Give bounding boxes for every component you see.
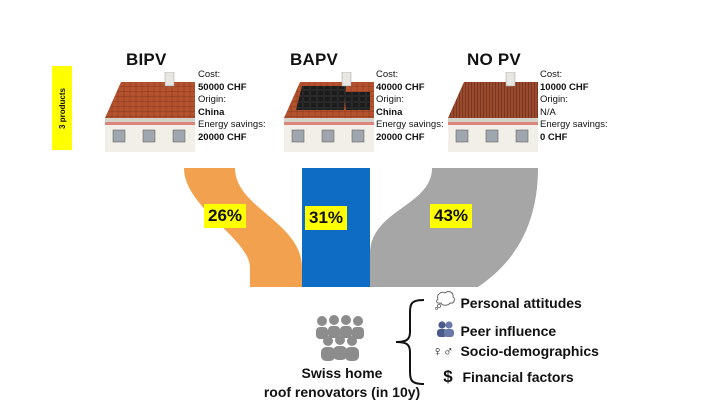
people-group-icon xyxy=(316,315,364,361)
bipv-cost-value: 50000 CHF xyxy=(198,81,247,93)
factor-item-peer-influence: Peer influence xyxy=(434,320,556,341)
nopv-cost-label: Cost: xyxy=(540,69,563,80)
nopv-origin-value: N/A xyxy=(540,106,556,118)
thought-bubble-icon xyxy=(435,291,455,310)
bapv-origin-value: China xyxy=(376,106,403,118)
bipv-house-image xyxy=(105,72,195,152)
product-title-bipv: BIPV xyxy=(126,50,167,69)
nopv-info: Cost: 10000 CHF Origin: N/A Energy savin… xyxy=(540,69,608,145)
factor-item-personal-attitudes: Personal attitudes xyxy=(434,290,582,313)
bipv-origin-value: China xyxy=(198,106,225,118)
bipv-info: Cost: 50000 CHF Origin: China Energy sav… xyxy=(198,69,266,145)
two-people-icon xyxy=(437,321,454,337)
nopv-savings-value: 0 CHF xyxy=(540,131,568,143)
product-title-nopv: NO PV xyxy=(467,50,521,69)
nopv-share-label: 43% xyxy=(430,204,473,228)
factor-label: Socio-demographics xyxy=(460,343,599,359)
bipv-savings-label: Energy savings: xyxy=(198,119,266,131)
bapv-savings-label: Energy savings: xyxy=(376,119,444,131)
factor-label: Financial factors xyxy=(462,369,574,385)
bapv-share-label: 31% xyxy=(305,206,348,230)
dollar-icon: $ xyxy=(443,367,453,386)
factor-label: Peer influence xyxy=(460,323,557,339)
factors-brace xyxy=(395,299,425,385)
gender-icon: ♀♂ xyxy=(432,343,454,359)
bapv-info: Cost: 40000 CHF Origin: China Energy sav… xyxy=(376,69,444,145)
bapv-cost-value: 40000 CHF xyxy=(376,81,425,93)
bipv-savings-value: 20000 CHF xyxy=(198,131,247,143)
factor-item-financial-factors: $ Financial factors xyxy=(438,367,574,387)
population-line-1: Swiss home xyxy=(301,365,383,381)
bapv-cost-label: Cost: xyxy=(376,69,399,80)
population-label: Swiss home roof renovators (in 10y) xyxy=(236,364,448,402)
bipv-share-label: 26% xyxy=(204,204,247,228)
nopv-cost-value: 10000 CHF xyxy=(540,81,589,93)
factor-item-socio-demographics: ♀♂ Socio-demographics xyxy=(430,343,599,361)
factor-label: Personal attitudes xyxy=(460,295,582,311)
bipv-origin-label: Origin: xyxy=(198,94,226,106)
nopv-origin-label: Origin: xyxy=(540,94,568,106)
product-title-bapv: BAPV xyxy=(290,50,339,69)
population-line-2: roof renovators (in 10y) xyxy=(263,384,421,400)
bapv-savings-value: 20000 CHF xyxy=(376,131,425,143)
bapv-house-image xyxy=(284,72,374,152)
bipv-cost-label: Cost: xyxy=(198,69,221,80)
products-count-tag: 3 products xyxy=(52,66,72,150)
nopv-house-image xyxy=(448,72,538,152)
nopv-savings-label: Energy savings: xyxy=(540,119,608,131)
bapv-origin-label: Origin: xyxy=(376,94,404,106)
